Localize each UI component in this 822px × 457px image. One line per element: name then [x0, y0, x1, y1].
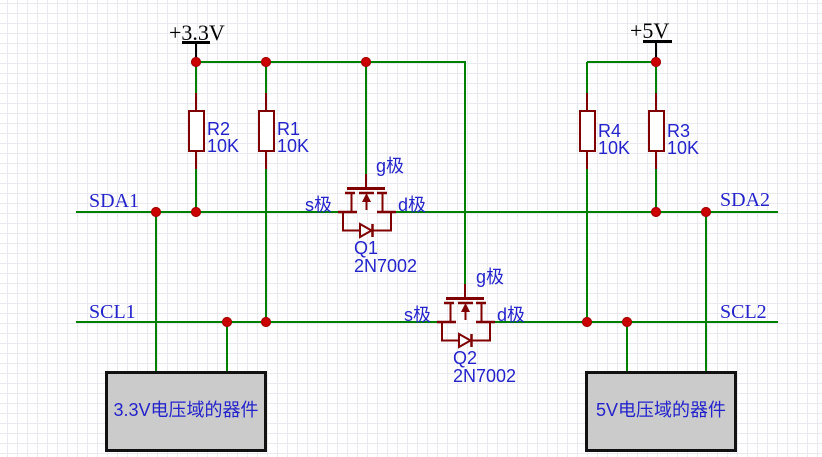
wire-r4-bottom: [586, 169, 588, 323]
junction-dot: [261, 317, 271, 327]
power-label-3v3: +3.3V: [169, 20, 225, 45]
power-stem-5v: [655, 43, 657, 59]
r1-lead-top: [265, 93, 267, 110]
device-box-3v3: [105, 371, 267, 452]
transistor-q1-symbol: [338, 174, 396, 239]
power-bar-3v3: [182, 41, 210, 44]
net-label-scl2: SCL2: [720, 301, 767, 323]
junction-dot: [582, 317, 592, 327]
device-box-5v: [585, 371, 737, 452]
resistor-r3-ref: R3: [667, 121, 691, 141]
device-box-5v-label: 5V电压域的器件: [595, 400, 727, 420]
q2-part-number: 2N7002: [453, 366, 517, 386]
q1-gate-label: g极: [376, 156, 405, 176]
r1-lead-bottom: [265, 152, 267, 169]
net-label-scl1: SCL1: [89, 301, 136, 323]
r4-lead-bottom: [586, 152, 588, 169]
resistor-r4-value: 10K: [598, 138, 631, 158]
wire-scl2: [494, 321, 778, 323]
wire-r1-top: [265, 62, 267, 94]
wire-rail-3v3: [196, 61, 466, 63]
resistor-r4-body: [579, 110, 596, 152]
junction-dot: [261, 57, 271, 67]
resistor-r1-value: 10K: [277, 136, 310, 156]
q1-ref: Q1: [354, 238, 379, 258]
q2-gate-label: g极: [476, 267, 505, 287]
r2-lead-top: [195, 93, 197, 110]
resistor-r2-value: 10K: [207, 136, 240, 156]
resistor-r4-ref: R4: [598, 121, 622, 141]
wire-r2-bottom: [195, 169, 197, 212]
q2-ref: Q2: [453, 348, 478, 368]
transistor-q2-symbol: [437, 284, 495, 349]
wire-scl1-to-device: [226, 322, 228, 372]
r3-lead-bottom: [655, 152, 657, 169]
wire-sda2-to-device: [705, 212, 707, 372]
resistor-r2-body: [188, 110, 205, 152]
q2-drain-label: d极: [497, 305, 526, 325]
wire-q1-gate: [365, 62, 367, 174]
resistor-r1-ref: R1: [277, 119, 301, 139]
q1-source-label: s极: [305, 195, 332, 215]
power-label-5v: +5V: [630, 18, 670, 43]
wire-rail-5v: [587, 61, 657, 63]
q2-source-label: s极: [404, 305, 431, 325]
resistor-r2-ref: R2: [207, 119, 231, 139]
wire-sda1: [76, 211, 339, 213]
resistor-r3-body: [648, 110, 665, 152]
wire-q2-gate: [464, 62, 466, 284]
q1-part-number: 2N7002: [354, 256, 418, 276]
junction-dot: [622, 317, 632, 327]
junction-dot: [191, 207, 201, 217]
junction-dot: [651, 57, 661, 67]
device-box-3v3-label: 3.3V电压域的器件: [113, 400, 259, 420]
wire-r3-bottom: [655, 169, 657, 212]
junction-dot: [191, 57, 201, 67]
power-stem-3v3: [195, 44, 197, 59]
junction-dot: [222, 317, 232, 327]
wire-scl1: [76, 321, 438, 323]
resistor-r3-value: 10K: [667, 138, 700, 158]
net-label-sda2: SDA2: [720, 189, 771, 211]
q1-drain-label: d极: [398, 195, 427, 215]
junction-dot: [701, 207, 711, 217]
wire-r1-bottom: [265, 169, 267, 323]
junction-dot: [361, 57, 371, 67]
junction-dot: [151, 207, 161, 217]
wire-scl2-to-device: [626, 322, 628, 372]
wire-r4-top: [586, 62, 588, 94]
r4-lead-top: [586, 93, 588, 110]
junction-dot: [651, 207, 661, 217]
r2-lead-bottom: [195, 152, 197, 169]
power-bar-5v: [643, 40, 672, 43]
wire-r3-top: [655, 62, 657, 94]
resistor-r1-body: [258, 110, 275, 152]
wire-r2-top: [195, 62, 197, 94]
r3-lead-top: [655, 93, 657, 110]
net-label-sda1: SDA1: [89, 190, 140, 212]
wire-sda1-to-device: [155, 212, 157, 372]
